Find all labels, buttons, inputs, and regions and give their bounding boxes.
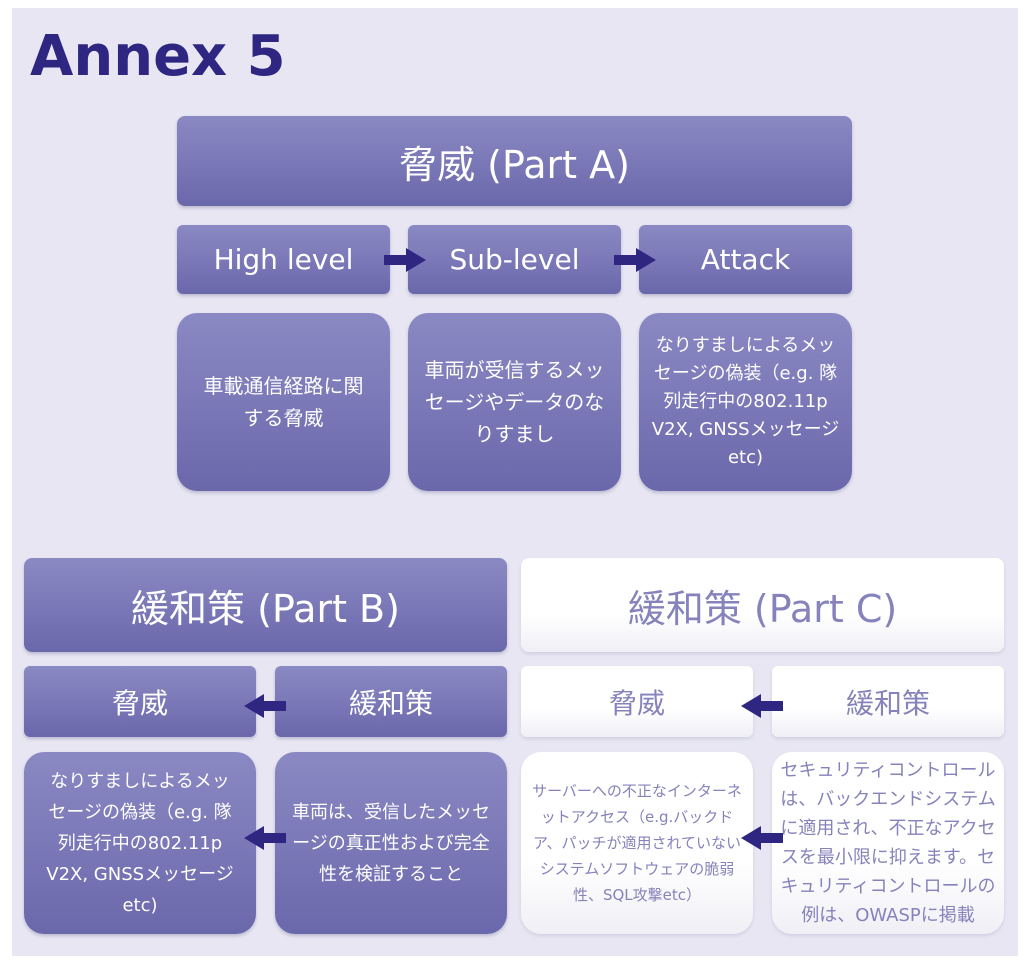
part-b-header: 緩和策 (Part B) (24, 558, 507, 652)
part-b-mitigation: 緩和策 (275, 666, 507, 737)
part-b-mitigation-desc: 車両は、受信したメッセージの真正性および完全性を検証すること (275, 752, 507, 934)
page-title: Annex 5 (30, 24, 286, 89)
part-a-attack-desc: なりすましによるメッセージの偽装（e.g. 隊列走行中の802.11p V2X,… (639, 313, 852, 491)
arrow-left-icon (741, 694, 783, 718)
part-b-threat: 脅威 (24, 666, 256, 737)
part-a-high-level: High level (177, 225, 390, 294)
part-b-threat-desc: なりすましによるメッセージの偽装（e.g. 隊列走行中の802.11p V2X,… (24, 752, 256, 934)
part-a-header: 脅威 (Part A) (177, 116, 852, 206)
arrow-left-icon (244, 826, 286, 850)
part-c-header: 緩和策 (Part C) (521, 558, 1004, 652)
arrow-right-icon (384, 248, 426, 272)
arrow-left-icon (244, 694, 286, 718)
part-c-mitigation-desc: セキュリティコントロールは、バックエンドシステムに適用され、不正なアクセスを最小… (772, 752, 1004, 934)
part-a-sub-level: Sub-level (408, 225, 621, 294)
arrow-left-icon (741, 826, 783, 850)
part-c-threat-desc: サーバーへの不正なインターネットアクセス（e.g.バックドア、パッチが適用されて… (521, 752, 753, 934)
part-a-sub-level-desc: 車両が受信するメッセージやデータのなりすまし (408, 313, 621, 491)
part-a-attack: Attack (639, 225, 852, 294)
arrow-right-icon (614, 248, 656, 272)
part-c-mitigation: 緩和策 (772, 666, 1004, 737)
part-c-threat: 脅威 (521, 666, 753, 737)
part-a-high-level-desc: 車載通信経路に関する脅威 (177, 313, 390, 491)
